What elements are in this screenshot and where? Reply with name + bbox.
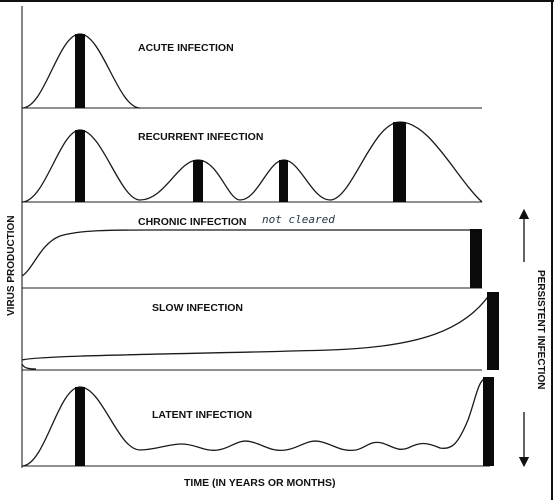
persistent-label: PERSISTENT INFECTION — [535, 270, 546, 389]
bar-recurrent-2 — [193, 160, 203, 202]
bar-recurrent-4 — [393, 122, 406, 202]
bar-latent-1 — [75, 387, 85, 466]
bar-latent-2 — [483, 377, 494, 466]
curve-recurrent — [21, 121, 483, 203]
persistent-label-gap — [515, 262, 533, 412]
bar-slow — [487, 292, 499, 370]
label-recurrent: RECURRENT INFECTION — [138, 131, 263, 143]
y-axis-label: VIRUS PRODUCTION — [6, 215, 17, 316]
curve-latent — [21, 377, 487, 467]
curve-chronic — [21, 229, 472, 277]
curve-slow-underline — [21, 363, 37, 370]
bar-recurrent-1 — [75, 130, 85, 202]
label-slow: SLOW INFECTION — [152, 302, 243, 314]
x-axis-label: TIME (IN YEARS OR MONTHS) — [184, 477, 335, 489]
label-latent: LATENT INFECTION — [152, 409, 252, 421]
bar-acute — [75, 34, 85, 108]
bar-chronic — [470, 229, 482, 288]
curve-slow — [21, 293, 491, 361]
label-acute: ACUTE INFECTION — [138, 42, 234, 54]
label-chronic: CHRONIC INFECTION — [138, 216, 247, 228]
handwritten-note: not cleared — [262, 213, 335, 226]
bar-recurrent-3 — [279, 160, 288, 202]
